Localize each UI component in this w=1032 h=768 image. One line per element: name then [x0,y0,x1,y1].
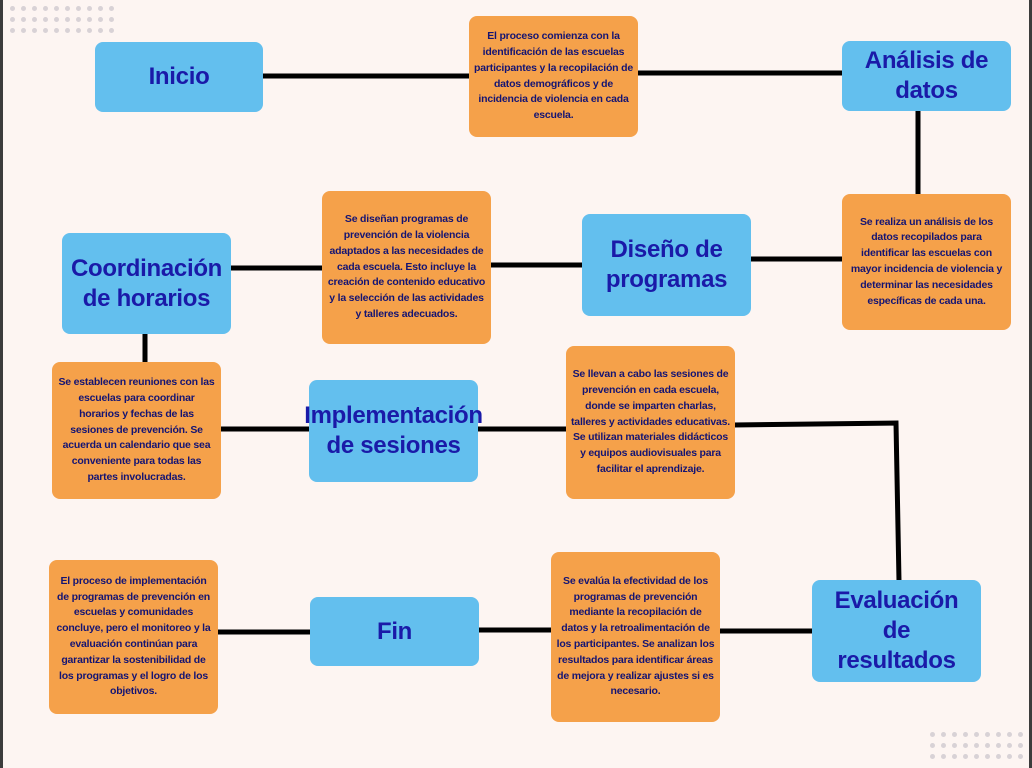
decorative-dot [21,28,26,33]
desc-coordinacion-text: Se establecen reuniones con las escuelas… [58,376,215,483]
decorative-dot [21,6,26,11]
decorative-dot [65,17,70,22]
decorative-dot [32,6,37,11]
desc-fin-text: El proceso de implementación de programa… [56,574,211,698]
node-analisis-label: Análisis de datos [864,47,989,104]
decorative-dot [32,17,37,22]
node-implementacion-de-sesiones: Implementación de sesiones [304,380,483,482]
decorative-dot [974,732,979,737]
decorative-dot [985,754,990,759]
decorative-dot [43,28,48,33]
decorative-dot [87,17,92,22]
decorative-dot [109,6,114,11]
node-diseno-de-programas: Diseño de programas [582,214,751,316]
desc-diseno: Se diseñan programas de prevención de la… [322,191,491,344]
desc-evaluacion: Se evalúa la efectividad de los programa… [551,552,720,722]
decorative-dots-top-left [10,6,116,38]
desc-evaluacion-text: Se evalúa la efectividad de los programa… [556,574,715,698]
decorative-dot [98,28,103,33]
decorative-dot [32,28,37,33]
desc-diseno-text: Se diseñan programas de prevención de la… [327,213,486,320]
decorative-dot [952,743,957,748]
decorative-dot [963,732,968,737]
decorative-dot [996,743,1001,748]
node-implementacion-label: Implementación de sesiones [304,402,483,459]
decorative-dot [930,732,935,737]
decorative-dot [974,754,979,759]
decorative-dot [952,732,957,737]
decorative-dot [65,6,70,11]
node-fin: Fin [310,597,479,666]
decorative-dot [930,743,935,748]
decorative-dot [974,743,979,748]
decorative-dot [963,754,968,759]
decorative-dot [1007,754,1012,759]
desc-implementacion: Se llevan a cabo las sesiones de prevenc… [566,346,735,499]
decorative-dot [76,17,81,22]
decorative-dot [1018,754,1023,759]
decorative-dot [10,6,15,11]
connector-desc-evaluacion [732,420,902,582]
decorative-dot [1018,743,1023,748]
node-inicio-label: Inicio [148,63,210,90]
desc-inicio-text: El proceso comienza con la identificació… [474,30,633,122]
decorative-dot [87,28,92,33]
decorative-dot [10,28,15,33]
decorative-dot [952,754,957,759]
decorative-dot [76,28,81,33]
decorative-dot [54,28,59,33]
decorative-dot [941,732,946,737]
decorative-dot [98,17,103,22]
decorative-dot [996,732,1001,737]
decorative-dot [1007,732,1012,737]
decorative-dot [109,28,114,33]
decorative-dot [21,17,26,22]
decorative-dot [10,17,15,22]
decorative-dot [963,743,968,748]
node-diseno-label: Diseño de programas [605,236,728,293]
desc-coordinacion: Se establecen reuniones con las escuelas… [52,362,221,499]
decorative-dot [54,6,59,11]
decorative-dot [76,6,81,11]
decorative-dot [996,754,1001,759]
decorative-dot [930,754,935,759]
desc-analisis: Se realiza un análisis de los datos reco… [842,194,1011,330]
decorative-dot [98,6,103,11]
decorative-dot [985,743,990,748]
decorative-dot [1007,743,1012,748]
desc-implementacion-text: Se llevan a cabo las sesiones de prevenc… [571,368,730,475]
decorative-dot [941,743,946,748]
node-fin-label: Fin [376,617,413,645]
decorative-dots-bottom-right [930,732,1030,766]
desc-analisis-text: Se realiza un análisis de los datos reco… [850,215,1003,307]
decorative-dot [941,754,946,759]
decorative-dot [43,6,48,11]
decorative-dot [109,17,114,22]
node-analisis-de-datos: Análisis de datos [842,41,1011,111]
decorative-dot [87,6,92,11]
decorative-dot [985,732,990,737]
node-coordinacion-label: Coordinación de horarios [70,254,223,312]
decorative-dot [54,17,59,22]
decorative-dot [43,17,48,22]
desc-fin: El proceso de implementación de programa… [49,560,218,714]
decorative-dot [1018,732,1023,737]
node-evaluacion-label: Evaluación de resultados [834,587,959,674]
node-inicio: Inicio [95,42,263,112]
node-coordinacion-de-horarios: Coordinación de horarios [62,233,231,334]
decorative-dot [65,28,70,33]
desc-inicio: El proceso comienza con la identificació… [469,16,638,137]
node-evaluacion-de-resultados: Evaluación de resultados [812,580,981,682]
